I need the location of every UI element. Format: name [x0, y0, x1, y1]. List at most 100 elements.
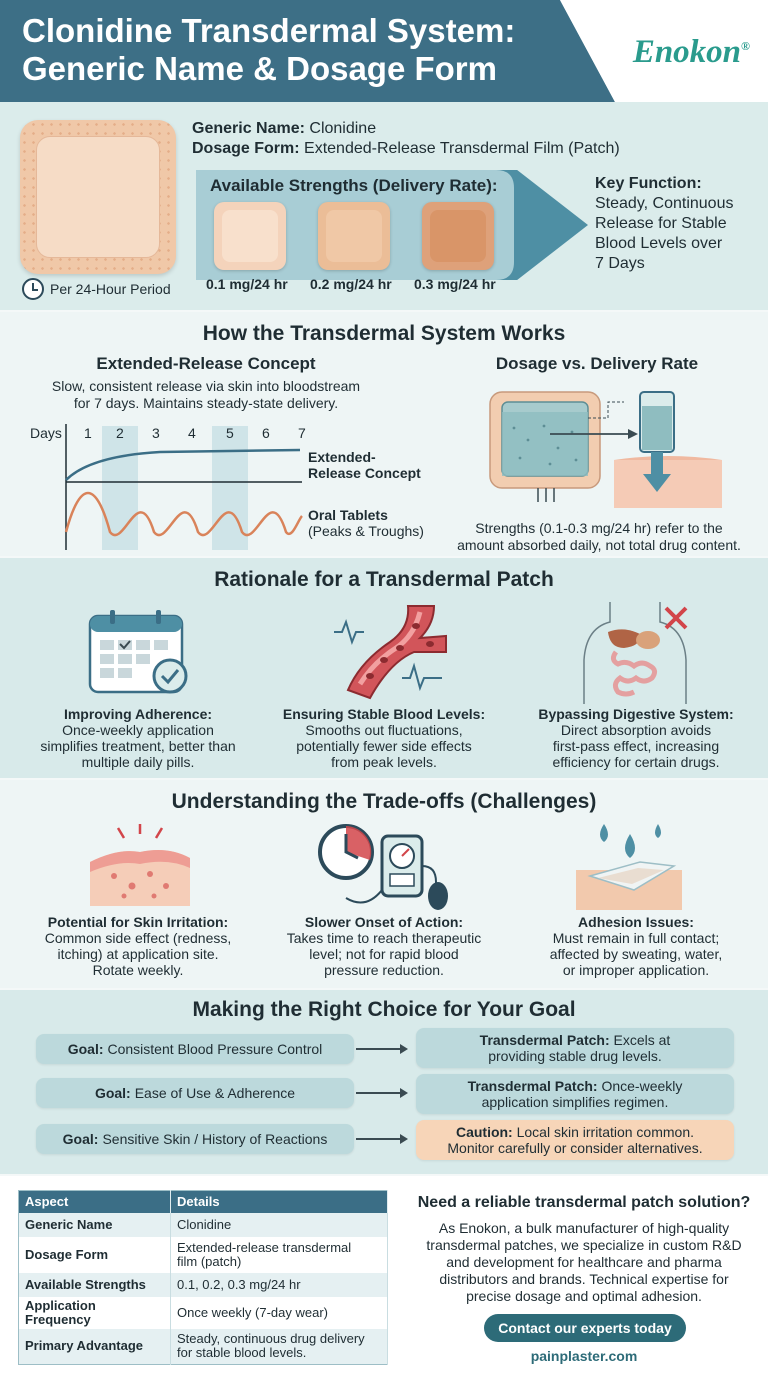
bypass-digestive-title: Bypassing Digestive System: — [538, 706, 734, 722]
table-header-details: Details — [170, 1190, 388, 1213]
rationale-section: Rationale for a Transdermal Patch Improv… — [0, 558, 768, 778]
website-link[interactable]: painplaster.com — [530, 1348, 638, 1364]
how-it-works-title: How the Transdermal System Works — [202, 322, 566, 345]
dosage-vs-rate-desc-2: amount absorbed daily, not total drug co… — [457, 537, 741, 553]
cta-title: Need a reliable transdermal patch soluti… — [417, 1194, 751, 1211]
key-function-line-2: Release for Stable — [595, 215, 727, 232]
blood-pressure-monitor-icon — [318, 824, 448, 910]
clock-icon — [22, 278, 44, 300]
result-label-3: Caution: — [455, 1124, 513, 1140]
adhesion-desc-1: Must remain in full contact; — [552, 930, 720, 946]
adherence-desc-3: multiple daily pills. — [81, 754, 195, 770]
goal-pill-2: Goal:Ease of Use & Adherence — [36, 1078, 354, 1108]
dosage-form-value: Extended-Release Transdermal Film (Patch… — [304, 140, 620, 157]
strength-label-2: 0.2 mg/24 hr — [310, 276, 392, 292]
period-row: Per 24-Hour Period — [22, 278, 171, 300]
brand-logo[interactable]: Enokon® — [633, 34, 750, 71]
result-text-1b: providing stable drug levels. — [488, 1048, 662, 1064]
table-cell-aspect: Available Strengths — [18, 1272, 171, 1297]
table-cell-detail: 0.1, 0.2, 0.3 mg/24 hr — [170, 1272, 388, 1297]
adherence-title: Improving Adherence: — [63, 706, 213, 722]
table-detail-line: for stable blood levels. — [177, 1345, 307, 1361]
cta-desc-line-1: As Enokon, a bulk manufacturer of high-q… — [438, 1220, 730, 1236]
contact-experts-button[interactable]: Contact our experts today — [484, 1314, 686, 1342]
result-text-2a: Once-weekly — [601, 1078, 683, 1094]
period-label: Per 24-Hour Period — [50, 281, 171, 297]
header-band — [0, 0, 768, 102]
delivery-rate-illustration — [489, 391, 722, 508]
summary-section: Aspect Details Generic Name Clonidine Do… — [0, 1176, 768, 1376]
adhesion-desc-2: affected by sweating, water, — [549, 946, 723, 962]
strength-swatch-1 — [214, 202, 286, 270]
arrow-connector-2 — [356, 1088, 408, 1098]
key-function: Key Function: Steady, Continuous Release… — [595, 174, 765, 274]
skin-irritation-desc-1: Common side effect (redness, — [44, 930, 232, 946]
goal-label-3: Goal: — [62, 1131, 99, 1147]
extended-release-desc-2: for 7 days. Maintains steady-state deliv… — [73, 395, 339, 411]
caution-box: Caution: Local skin irritation common.Mo… — [416, 1120, 734, 1160]
bypass-digestive-desc-3: efficiency for certain drugs. — [552, 754, 720, 770]
goal-text-3: Sensitive Skin / History of Reactions — [102, 1131, 328, 1147]
how-it-works-section: How the Transdermal System Works Extende… — [0, 312, 768, 556]
dosage-vs-rate-title: Dosage vs. Delivery Rate — [495, 354, 699, 373]
adhesion-desc-3: or improper application. — [562, 962, 710, 978]
result-label-2: Transdermal Patch: — [467, 1078, 598, 1094]
day-tick-2: 2 — [116, 425, 124, 441]
dosage-vs-rate-desc: Strengths (0.1-0.3 mg/24 hr) refer to th… — [444, 520, 754, 554]
tradeoffs-title: Understanding the Trade-offs (Challenges… — [171, 790, 597, 813]
generic-name-label: Generic Name: — [192, 120, 305, 137]
table-cell-detail: Clonidine — [170, 1212, 388, 1237]
extended-release-desc: Slow, consistent release via skin into b… — [14, 378, 398, 412]
table-detail-line: Steady, continuous drug delivery — [177, 1331, 365, 1347]
day-tick-4: 4 — [188, 425, 196, 441]
arrow-connector-3 — [356, 1134, 408, 1144]
adhesion-desc: Must remain in full contact; affected by… — [516, 930, 756, 978]
title-line-1: Clonidine Transdermal System: — [22, 12, 516, 49]
adherence-desc-2: simplifies treatment, better than — [40, 738, 236, 754]
patch-curve-label-1: Extended- — [308, 449, 376, 465]
table-cell-aspect: Primary Advantage — [18, 1328, 171, 1365]
generic-name-value: Clonidine — [309, 120, 377, 137]
page-title: Clonidine Transdermal System: Generic Na… — [22, 12, 582, 88]
cta-desc-line-5: precise dosage and optimal adhesion. — [466, 1288, 702, 1304]
adherence-desc: Once-weekly application simplifies treat… — [20, 722, 256, 770]
dosage-vs-rate-desc-1: Strengths (0.1-0.3 mg/24 hr) refer to th… — [475, 520, 723, 536]
key-function-line-3: Blood Levels over — [595, 235, 723, 252]
slower-onset-title: Slower Onset of Action: — [304, 914, 464, 930]
oral-curve-label-1: Oral Tablets — [308, 507, 388, 523]
key-function-line-1: Steady, Continuous — [595, 195, 734, 212]
title-line-2: Generic Name & Dosage Form — [22, 50, 497, 87]
days-axis-label: Days — [30, 425, 62, 441]
key-function-line-4: 7 Days — [595, 255, 645, 272]
table-header-aspect: Aspect — [18, 1190, 171, 1213]
goal-label-1: Goal: — [67, 1041, 104, 1057]
digestive-system-icon — [583, 602, 688, 704]
bypass-digestive-desc-2: first-pass effect, increasing — [552, 738, 720, 754]
cta-desc-line-3: and development for healthcare and pharm… — [446, 1254, 722, 1270]
table-detail-line: film (patch) — [177, 1253, 242, 1269]
goal-text-2: Ease of Use & Adherence — [134, 1085, 296, 1101]
patch-curve-label-2: Release Concept — [308, 465, 421, 481]
slower-onset-desc: Takes time to reach therapeutic level; n… — [270, 930, 498, 978]
patch-curve — [65, 448, 301, 481]
strength-swatch-3 — [422, 202, 494, 270]
extended-release-title: Extended-Release Concept — [96, 354, 316, 373]
brand-name: Enokon — [632, 34, 742, 70]
rationale-title: Rationale for a Transdermal Patch — [214, 568, 554, 591]
day-tick-3: 3 — [152, 425, 160, 441]
strengths-title: Available Strengths (Delivery Rate): — [210, 176, 498, 195]
stable-levels-desc: Smooths out fluctuations, potentially fe… — [270, 722, 498, 770]
result-label-1: Transdermal Patch: — [479, 1032, 610, 1048]
goal-pill-3: Goal:Sensitive Skin / History of Reactio… — [36, 1124, 354, 1154]
dosage-form-line: Dosage Form: Extended-Release Transderma… — [192, 140, 620, 158]
day-tick-6: 6 — [262, 425, 270, 441]
summary-table: Aspect Details Generic Name Clonidine Do… — [18, 1190, 388, 1365]
blood-vessel-icon — [334, 605, 447, 700]
table-cell-aspect: Dosage Form — [18, 1236, 171, 1273]
arrow-connector-1 — [356, 1044, 408, 1054]
stable-levels-desc-1: Smooths out fluctuations, — [305, 722, 463, 738]
key-function-title: Key Function: — [595, 175, 702, 192]
cta-desc-line-2: transdermal patches, we specialize in cu… — [426, 1237, 742, 1253]
